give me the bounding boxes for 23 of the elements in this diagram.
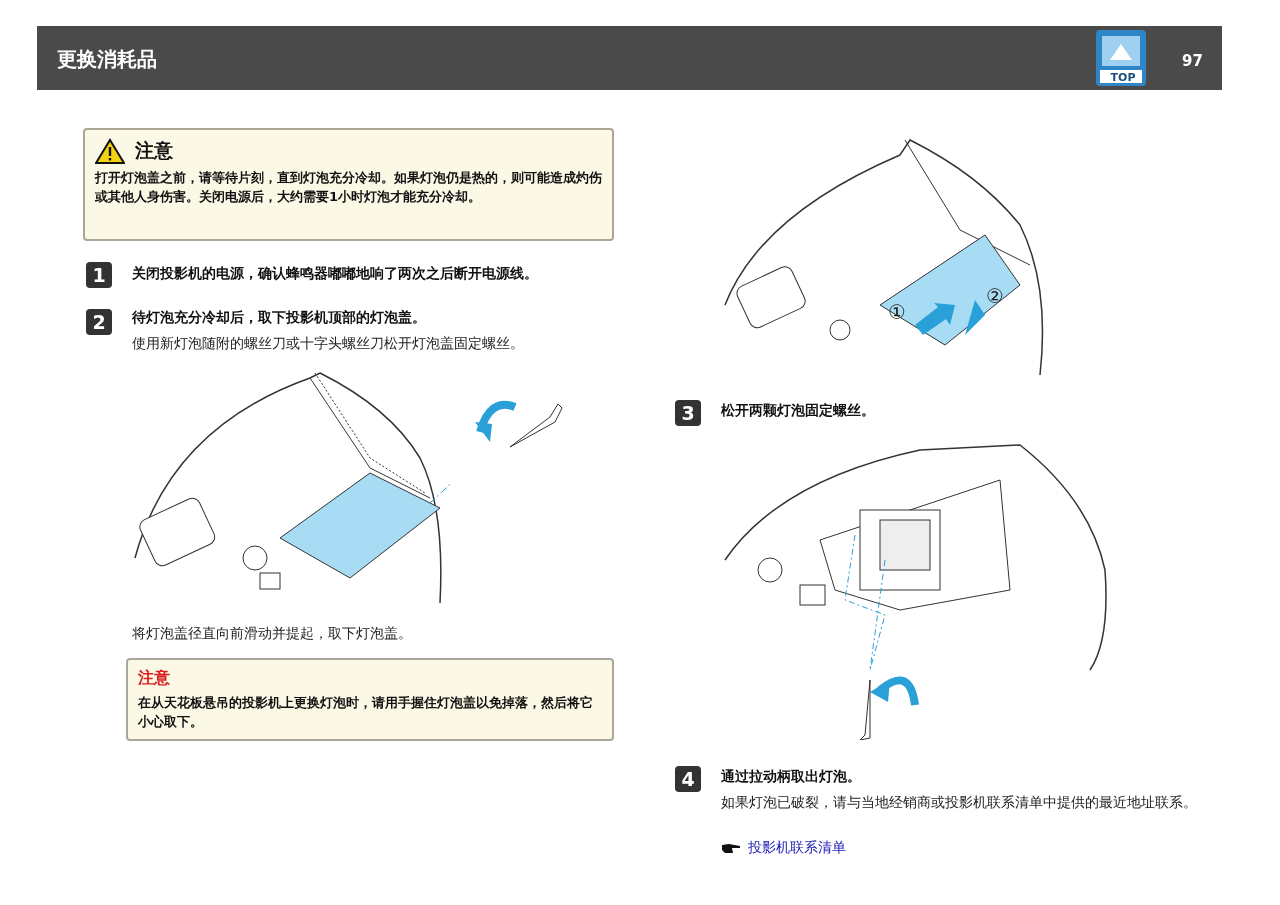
page-number: 97: [1182, 52, 1204, 70]
step-number: 4: [675, 766, 701, 792]
step-number: 3: [675, 400, 701, 426]
caution-text: 打开灯泡盖之前，请等待片刻，直到灯泡充分冷却。如果灯泡仍是热的，则可能造成灼伤或其他人身伤害。关闭电源后，大约需要1小时灯泡才能充分冷却。: [95, 169, 602, 206]
callout-number: ②: [986, 284, 1005, 308]
caution-text: 在从天花板悬吊的投影机上更换灯泡时，请用手握住灯泡盖以免掉落，然后将它小心取下。: [138, 694, 594, 731]
caution-heading: 注意: [135, 138, 173, 163]
step-number: 1: [86, 262, 112, 288]
body-text: 将灯泡盖径直向前滑动并提起，取下灯泡盖。: [132, 624, 413, 643]
body-text: 如果灯泡已破裂，请与当地经销商或投影机联系清单中提供的最近地址联系。: [721, 793, 1198, 812]
step-text: 待灯泡充分冷却后，取下投影机顶部的灯泡盖。: [132, 309, 427, 327]
caution-heading: 注意: [138, 668, 170, 689]
caution-box: [126, 658, 614, 741]
step-number: 2: [86, 309, 112, 335]
caution-box: [83, 128, 614, 241]
page-title: 更换消耗品: [57, 46, 157, 73]
step-text: 通过拉动柄取出灯泡。: [721, 768, 862, 786]
callout-number: ①: [888, 300, 907, 324]
icon-label: TOP: [1109, 71, 1137, 84]
step-text: 关闭投影机的电源，确认蜂鸣器嘟嘟地响了两次之后断开电源线。: [132, 265, 539, 283]
step-text: 松开两颗灯泡固定螺丝。: [721, 402, 876, 420]
body-text: 使用新灯泡随附的螺丝刀或十字头螺丝刀松开灯泡盖固定螺丝。: [132, 334, 525, 353]
link: 投影机联系清单: [748, 839, 847, 857]
